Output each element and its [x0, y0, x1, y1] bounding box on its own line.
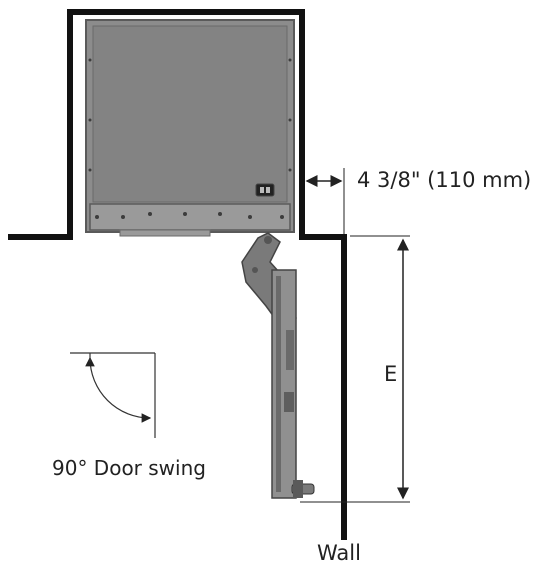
cabinet-bottom-lip [119, 229, 211, 237]
door-swing-icon [70, 352, 156, 438]
cabinet-switch [255, 183, 275, 197]
clearance-label: 4 3/8" (110 mm) [357, 168, 532, 192]
wall-label: Wall [317, 541, 361, 565]
cabinet-rivets [88, 58, 292, 219]
door-swing-label: 90° Door swing [52, 456, 206, 480]
cabinet-bottom-rail [89, 203, 291, 231]
door-panel [271, 269, 297, 499]
dimension-e-label: E [384, 362, 398, 386]
cabinet-inner-panel [92, 25, 288, 203]
